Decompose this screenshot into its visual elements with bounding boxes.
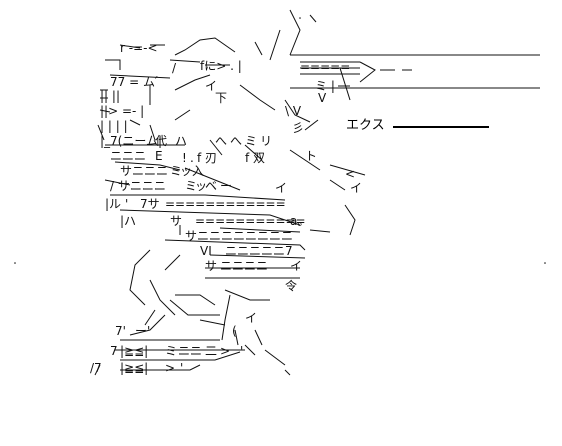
svg-text:双: 双 [253,151,265,165]
svg-text:V: V [318,91,327,105]
svg-text:77 = ム ́: 77 = ム ́ [110,75,159,89]
svg-text:ミ: ミ [165,344,177,358]
svg-text:ハ: ハ [175,134,187,148]
svg-text:f: f [197,151,202,165]
svg-text:イ: イ [245,311,257,325]
svg-text:サニニニ: サニニニ [120,164,168,178]
svg-text:ニニニニ: ニニニニ [220,259,268,273]
svg-text:VI: VI [200,244,212,258]
caption-text: エクス [346,118,385,133]
svg-text:ト: ト [305,149,317,163]
svg-text:|_7(ニーム|: |_7(ニーム| [100,134,162,148]
svg-text:>: > [165,361,175,375]
dots [14,17,546,264]
svg-text:!: ! [182,151,187,165]
svg-text:イ: イ [290,259,302,273]
svg-text:/ サニニニ: / サニニニ [110,179,166,193]
svg-text:ニニ: ニニ [178,344,202,358]
svg-text:サ: サ [205,259,217,273]
svg-text:============: ============ [165,197,286,211]
svg-text:イ: イ [275,181,287,195]
svg-text:二: 二 [205,344,217,358]
sword-blade [269,9,540,101]
svg-text:ッ: ッ [195,179,207,193]
svg-text:': ' [125,197,128,211]
svg-text:下: 下 [215,91,227,105]
svg-text:7: 7 [110,344,118,358]
svg-text:|ル: |ル [105,197,121,211]
svg-text:令: 令 [285,278,297,293]
aa-glyphs: r -=-< / fに> . | ===== 77 = ム ́ イ ミ | ||… [90,41,362,375]
svg-text:ミ: ミ [245,134,257,148]
svg-text:7': 7' [115,324,126,338]
svg-text:|≧≦|: |≧≦| [120,361,148,375]
svg-text:===========: =========== [195,214,306,228]
svg-text:f: f [245,151,250,165]
svg-text:ミ: ミ [185,179,197,193]
svg-text:||> =- |: ||> =- | [100,104,144,118]
svg-text:ニニニ: ニニニ [110,149,146,163]
svg-text:ー': ー' [135,324,150,338]
svg-text:|| ||: || || [100,89,120,103]
svg-text:(: ( [232,324,237,338]
svg-text:ミ: ミ [170,164,182,178]
svg-text:リ: リ [260,134,272,148]
svg-text:代: 代 [155,134,167,148]
svg-text:=====: ===== [300,60,350,74]
svg-text:\ V: \ V [285,104,302,118]
svg-text:イ: イ [350,181,362,195]
svg-text:サ: サ [170,214,182,228]
svg-text:ベ: ベ [205,179,217,193]
svg-text:ミ |: ミ | [315,79,335,93]
svg-text:ー: ー [220,179,232,193]
svg-text:': ' [180,361,183,375]
svg-text:ッ入: ッ入 [180,164,204,178]
svg-text:/: / [172,61,177,75]
svg-text:|≧≦|: |≧≦| [120,344,148,358]
figure-outline [94,37,366,376]
svg-text:刃: 刃 [205,151,217,165]
svg-text:イ: イ [205,79,217,93]
svg-text:彡: 彡 [292,121,304,135]
svg-text:': ' [240,344,243,358]
svg-text:<: < [345,167,355,181]
svg-text:へ: へ [230,134,242,148]
svg-text:r -=-<: r -=-< [120,41,158,55]
svg-text:7サ: 7サ [140,197,160,211]
svg-text:.: . [190,151,194,165]
svg-text:fに> . |: fに> . | [200,59,242,73]
svg-text:a。: a。 [290,214,309,228]
svg-text:E: E [155,149,163,163]
svg-text:|ハ: |ハ [120,214,136,228]
svg-text:ニニニニニ7: ニニニニニ7 [225,244,293,258]
svg-text:| | | |: | | | | [100,119,128,133]
caption-rule [393,126,489,128]
svg-text:>: > [220,344,230,358]
svg-text:サニニニニニニニニ: サニニニニニニニニ [185,229,293,243]
svg-text:へ: へ [215,134,227,148]
svg-text:/7: /7 [90,361,102,375]
